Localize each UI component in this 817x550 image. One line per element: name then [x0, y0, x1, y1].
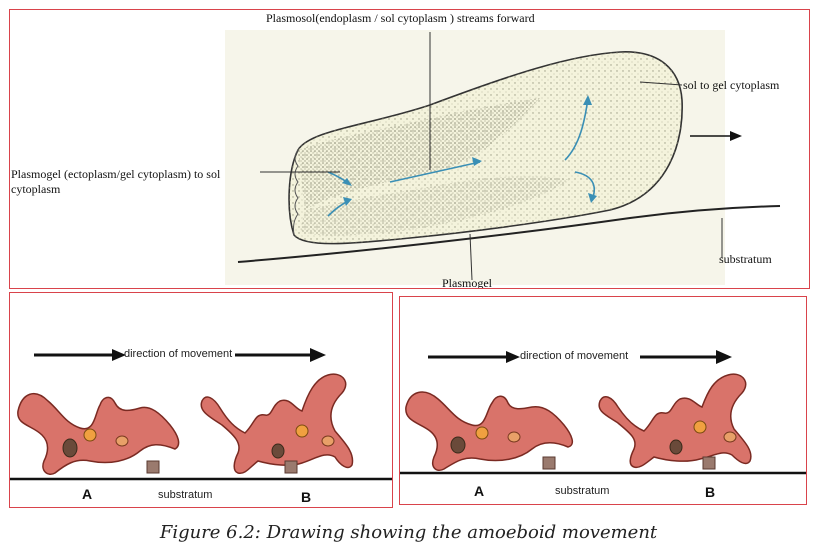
- food-vacuole-b: [669, 439, 683, 455]
- plasmogel-ectoplasm-label: Plasmogel (ectoplasm/gel cytoplasm) to s…: [11, 167, 221, 196]
- ruffled-edge: [293, 149, 299, 236]
- direction-arrowhead-left: [506, 351, 520, 363]
- plasmosol-label: Plasmosol(endoplasm / sol cytoplasm ) st…: [266, 11, 535, 25]
- amoeba-b: [200, 373, 354, 475]
- right-amoeba-panel: direction of movement A substratum B: [399, 296, 807, 505]
- contractile-vacuole-b: [321, 435, 335, 447]
- contractile-vacuole-b: [723, 431, 737, 443]
- food-vacuole-a: [450, 436, 466, 454]
- substratum-label: substratum: [158, 489, 213, 501]
- contractile-vacuole-a: [507, 431, 521, 443]
- label-a: A: [82, 486, 93, 502]
- substratum-particle-a: [146, 460, 160, 474]
- amoeba-flow-diagram: [225, 30, 781, 285]
- food-vacuole-b: [271, 443, 285, 459]
- direction-arrow: [690, 131, 742, 141]
- contractile-vacuole-a: [115, 435, 129, 447]
- plasmosol-dense-region: [298, 98, 540, 210]
- leader-lines: [260, 32, 723, 281]
- top-diagram-panel: Plasmosol(endoplasm / sol cytoplasm ) st…: [9, 9, 810, 289]
- substratum-label: substratum: [555, 485, 610, 497]
- substratum-particle-a: [542, 456, 556, 470]
- amoeba-b: [598, 373, 752, 469]
- plasmogel-label: Plasmogel: [442, 276, 492, 289]
- label-b: B: [705, 484, 716, 500]
- figure-caption: Figure 6.2: Drawing showing the amoeboid…: [159, 522, 658, 543]
- direction-label: direction of movement: [124, 348, 233, 360]
- amoeba-a: [405, 391, 574, 471]
- direction-label: direction of movement: [520, 350, 629, 362]
- amoeba-movement-drawing-right: [400, 350, 806, 475]
- flow-arrows: [327, 95, 597, 217]
- sol-to-gel-label: sol to gel cytoplasm: [683, 78, 780, 92]
- substratum-particle-b: [702, 456, 716, 470]
- direction-arrowhead-right: [310, 348, 326, 362]
- substratum-label: substratum: [719, 252, 772, 266]
- food-vacuole-a: [62, 438, 78, 458]
- nucleus-b: [693, 420, 707, 434]
- nucleus-a: [475, 426, 489, 440]
- direction-arrowhead-right: [716, 350, 732, 364]
- nucleus-a: [83, 428, 97, 442]
- amoeba-a: [17, 392, 180, 475]
- label-b: B: [301, 489, 312, 505]
- amoeba-movement-drawing-left: [10, 348, 392, 481]
- substratum-line: [237, 205, 781, 263]
- label-a: A: [474, 483, 485, 499]
- direction-arrowhead-left: [112, 349, 126, 361]
- left-amoeba-panel: direction of movement A substratum B: [9, 292, 393, 508]
- substratum-particle-b: [284, 460, 298, 474]
- lower-dense-region: [300, 176, 570, 236]
- nucleus-b: [295, 424, 309, 438]
